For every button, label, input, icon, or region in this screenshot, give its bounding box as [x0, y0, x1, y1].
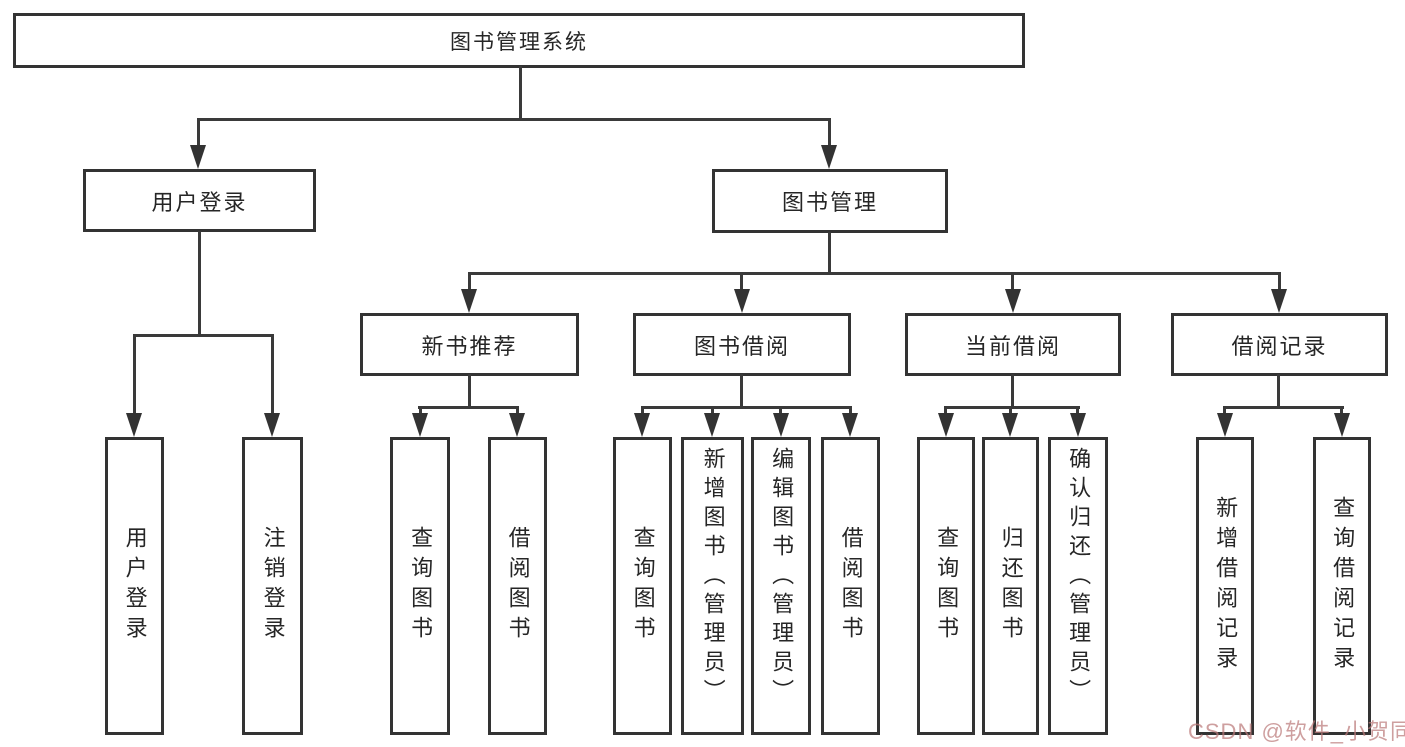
connector-login-stem — [198, 231, 201, 337]
node-current-borrowing: 当前借阅 — [905, 313, 1121, 376]
leaf-borrow-books-2: 借阅图书 — [821, 437, 880, 735]
arrow-down-icon — [1217, 413, 1233, 437]
connector-drop — [419, 406, 422, 414]
leaf-query-books-1: 查询图书 — [390, 437, 450, 735]
leaf-label: 用户登录 — [122, 526, 148, 646]
leaf-label: 查询借阅记录 — [1330, 496, 1356, 676]
connector-login-rail — [133, 334, 274, 337]
csdn-watermark: CSDN @软件_小贺同学 — [1188, 719, 1405, 744]
connector-drop — [944, 406, 947, 414]
connector-records-stem — [1277, 374, 1280, 409]
arrow-down-icon — [509, 413, 525, 437]
connector-drop-current-borrow — [1011, 274, 1014, 290]
leaf-add-book-admin: 新增图书（管理员） — [681, 437, 744, 735]
connector-drop-borrow-records — [1278, 274, 1281, 290]
connector-newbook-stem — [468, 374, 471, 409]
leaf-label: 借阅图书 — [838, 526, 864, 646]
connector-drop-book-management — [828, 120, 831, 147]
leaf-label: 编辑图书（管理员） — [769, 447, 795, 708]
leaf-label: 归还图书 — [998, 526, 1024, 646]
connector-mgmt-stem — [828, 232, 831, 275]
leaf-query-books-2: 查询图书 — [613, 437, 672, 735]
leaf-label: 确认归还（管理员） — [1066, 447, 1092, 708]
node-book-borrowing: 图书借阅 — [633, 313, 851, 376]
leaf-label: 注销登录 — [260, 526, 286, 646]
leaf-label: 借阅图书 — [505, 526, 531, 646]
arrow-down-icon — [264, 413, 280, 437]
leaf-query-books-3: 查询图书 — [917, 437, 975, 735]
node-library-management-system: 图书管理系统 — [13, 13, 1025, 68]
arrow-down-icon — [842, 413, 858, 437]
arrow-down-icon — [704, 413, 720, 437]
leaf-borrow-books-1: 借阅图书 — [488, 437, 547, 735]
connector-newbook-rail — [418, 406, 519, 409]
leaf-label: 查询图书 — [630, 526, 656, 646]
connector-drop-book-borrow — [740, 274, 743, 290]
arrow-down-icon — [1271, 289, 1287, 313]
arrow-down-icon — [938, 413, 954, 437]
arrow-down-icon — [1005, 289, 1021, 313]
arrow-down-icon — [412, 413, 428, 437]
arrow-down-icon — [126, 413, 142, 437]
leaf-edit-book-admin: 编辑图书（管理员） — [751, 437, 811, 735]
arrow-down-icon — [461, 289, 477, 313]
connector-drop — [516, 406, 519, 414]
arrow-down-icon — [1334, 413, 1350, 437]
connector-level3-rail — [468, 272, 1281, 275]
connector-current-rail — [944, 406, 1080, 409]
arrow-down-icon — [1070, 413, 1086, 437]
connector-root-stem — [519, 66, 522, 120]
connector-drop — [849, 406, 852, 414]
connector-drop — [779, 406, 782, 414]
node-new-book-recommend: 新书推荐 — [360, 313, 579, 376]
connector-drop-new-book — [468, 274, 471, 290]
connector-drop — [1223, 406, 1226, 414]
node-label: 借阅记录 — [1231, 333, 1328, 359]
node-label: 当前借阅 — [964, 333, 1061, 359]
node-label: 新书推荐 — [421, 333, 518, 359]
node-user-login: 用户登录 — [83, 169, 316, 232]
connector-drop-user-login — [197, 120, 200, 147]
node-label: 图书管理系统 — [450, 30, 588, 54]
connector-drop-leaf-user-login — [133, 336, 136, 413]
connector-drop-leaf-logout — [271, 336, 274, 413]
connector-drop — [1009, 406, 1012, 414]
leaf-confirm-return-admin: 确认归还（管理员） — [1048, 437, 1108, 735]
leaf-label: 新增借阅记录 — [1213, 496, 1239, 676]
arrow-down-icon — [821, 145, 837, 169]
node-label: 图书管理 — [781, 190, 878, 215]
leaf-logout: 注销登录 — [242, 437, 303, 735]
leaf-label: 新增图书（管理员） — [700, 447, 726, 708]
connector-drop — [1076, 406, 1079, 414]
connector-records-rail — [1223, 406, 1344, 409]
node-book-management: 图书管理 — [712, 169, 948, 233]
arrow-down-icon — [773, 413, 789, 437]
connector-current-stem — [1011, 374, 1014, 409]
arrow-down-icon — [190, 145, 206, 169]
leaf-user-login: 用户登录 — [105, 437, 164, 735]
node-label: 图书借阅 — [693, 333, 790, 359]
connector-drop — [711, 406, 714, 414]
connector-level2-rail — [197, 118, 831, 121]
leaf-label: 查询图书 — [408, 526, 434, 646]
connector-borrow-stem — [740, 374, 743, 409]
node-label: 用户登录 — [151, 189, 248, 215]
leaf-query-borrow-record: 查询借阅记录 — [1313, 437, 1371, 735]
arrow-down-icon — [734, 289, 750, 313]
leaf-return-books: 归还图书 — [982, 437, 1039, 735]
arrow-down-icon — [634, 413, 650, 437]
connector-drop — [641, 406, 644, 414]
leaf-add-borrow-record: 新增借阅记录 — [1196, 437, 1254, 735]
node-borrow-records: 借阅记录 — [1171, 313, 1388, 376]
connector-drop — [1340, 406, 1343, 414]
leaf-label: 查询图书 — [934, 526, 960, 646]
connector-borrow-rail — [641, 406, 852, 409]
arrow-down-icon — [1002, 413, 1018, 437]
